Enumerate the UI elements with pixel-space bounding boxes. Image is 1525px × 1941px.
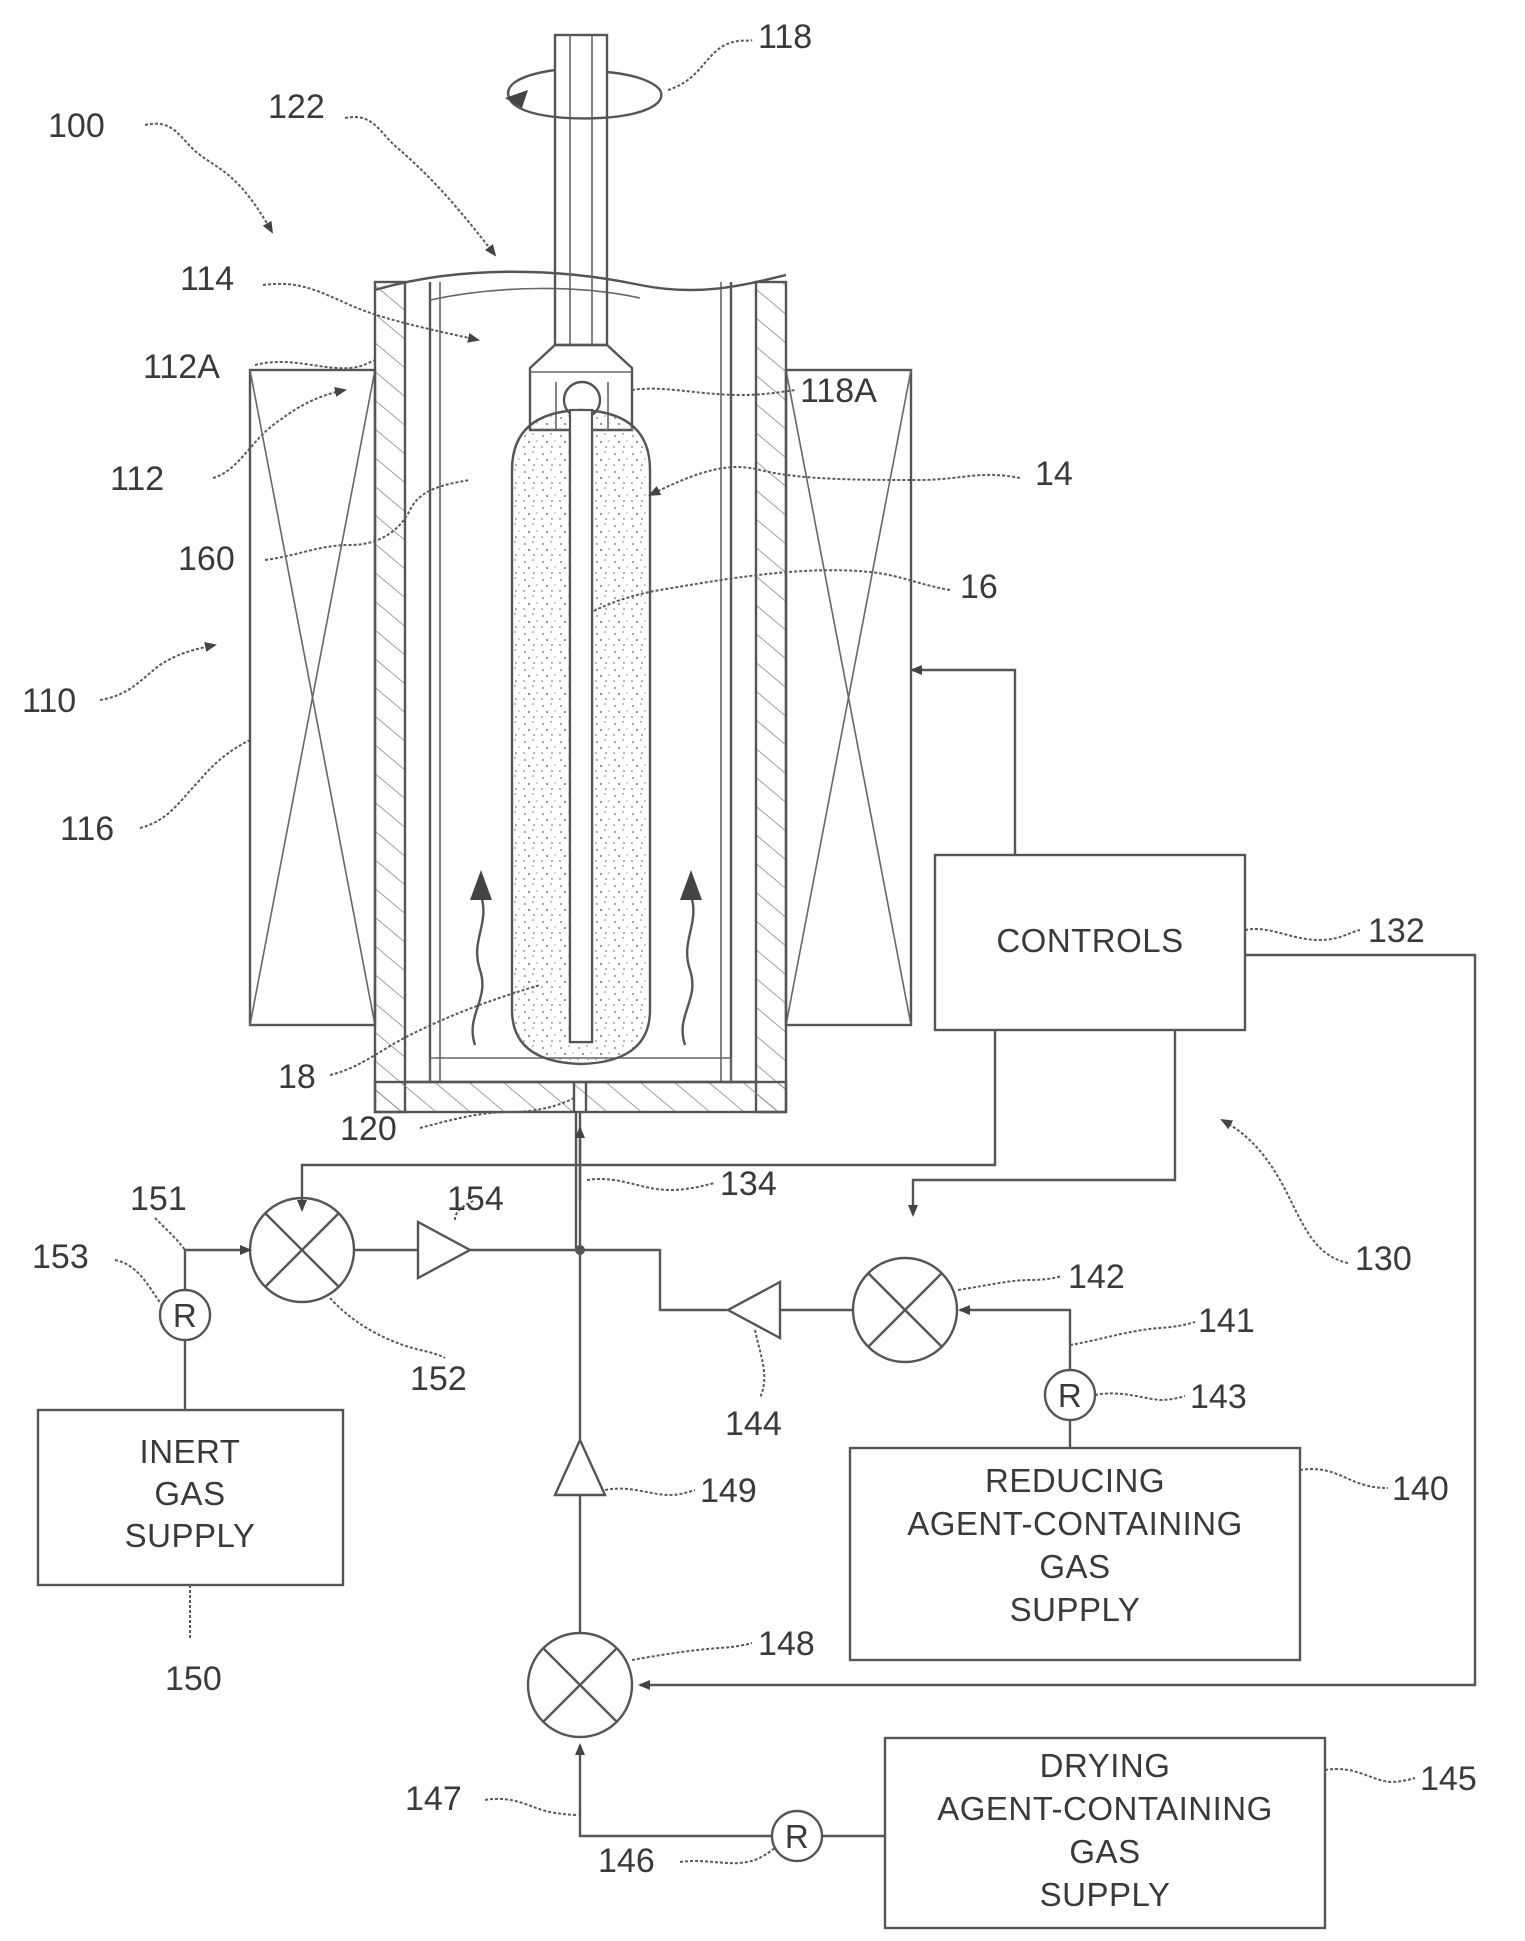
drying-line1: DRYING (1040, 1747, 1171, 1784)
ref-100: 100 (48, 107, 105, 145)
ref-160: 160 (178, 540, 235, 578)
ref-154: 154 (447, 1180, 504, 1218)
reducing-gas-supply-box: REDUCING AGENT-CONTAINING GAS SUPPLY (850, 1448, 1300, 1660)
reducing-line3: GAS (1039, 1548, 1110, 1585)
reducing-line1: REDUCING (985, 1462, 1165, 1499)
ref-118: 118 (758, 18, 812, 56)
regulator-143-symbol: R (1058, 1377, 1082, 1414)
ref-122: 122 (268, 88, 325, 126)
ref-143: 143 (1190, 1378, 1247, 1416)
inert-line1: INERT (140, 1433, 241, 1470)
ref-146: 146 (598, 1842, 655, 1880)
reference-numerals: 100 122 118 114 112A 112 118A 14 160 16 … (22, 18, 1477, 1880)
ref-120: 120 (340, 1110, 397, 1148)
valve-152 (250, 1198, 354, 1302)
check-valve-149 (555, 1440, 605, 1495)
shaft-118 (555, 35, 607, 345)
ref-134: 134 (720, 1165, 777, 1203)
ref-110: 110 (22, 682, 76, 720)
controls-label: CONTROLS (996, 922, 1183, 959)
ref-151: 151 (130, 1180, 187, 1218)
valve-148 (528, 1633, 632, 1737)
drying-line4: SUPPLY (1040, 1876, 1171, 1913)
ref-145: 145 (1420, 1760, 1477, 1798)
heater-right (786, 370, 911, 1025)
ref-14: 14 (1035, 455, 1073, 493)
ref-149: 149 (700, 1472, 757, 1510)
controls-box: CONTROLS (935, 855, 1245, 1030)
ref-112: 112 (110, 460, 164, 498)
drying-line2: AGENT-CONTAINING (937, 1790, 1273, 1827)
regulator-146-symbol: R (785, 1818, 809, 1855)
check-valve-154 (418, 1222, 470, 1278)
valve-142 (853, 1258, 957, 1362)
ref-141: 141 (1198, 1302, 1255, 1340)
regulator-143: R (1045, 1370, 1095, 1420)
furnace-wall-left (375, 282, 405, 1112)
inert-line3: SUPPLY (125, 1517, 256, 1554)
drying-line3: GAS (1069, 1833, 1140, 1870)
regulator-146: R (772, 1811, 822, 1861)
ref-116: 116 (60, 810, 114, 848)
inert-gas-supply-box: INERT GAS SUPPLY (38, 1410, 343, 1585)
ref-130: 130 (1355, 1240, 1412, 1278)
reducing-line2: AGENT-CONTAINING (907, 1505, 1243, 1542)
ref-148: 148 (758, 1625, 815, 1663)
ref-118a: 118A (800, 372, 877, 410)
ref-147: 147 (405, 1780, 462, 1818)
ref-114: 114 (180, 260, 234, 298)
ref-112a: 112A (143, 348, 220, 386)
ref-144: 144 (725, 1405, 782, 1443)
furnace-bottom (375, 1082, 786, 1112)
ref-16: 16 (960, 568, 998, 606)
ref-140: 140 (1392, 1470, 1449, 1508)
ref-150: 150 (165, 1660, 222, 1698)
heater-left (250, 370, 375, 1025)
inert-line2: GAS (154, 1475, 225, 1512)
ref-142: 142 (1068, 1258, 1125, 1296)
ref-153: 153 (32, 1238, 89, 1276)
ref-132: 132 (1368, 912, 1425, 950)
reducing-line4: SUPPLY (1010, 1591, 1141, 1628)
check-valve-144 (728, 1282, 780, 1338)
drying-gas-supply-box: DRYING AGENT-CONTAINING GAS SUPPLY (885, 1738, 1325, 1928)
ref-152: 152 (410, 1360, 467, 1398)
regulator-153-symbol: R (173, 1297, 197, 1334)
ref-18: 18 (278, 1058, 316, 1096)
regulator-153: R (160, 1290, 210, 1340)
furnace-wall-right (756, 282, 786, 1112)
